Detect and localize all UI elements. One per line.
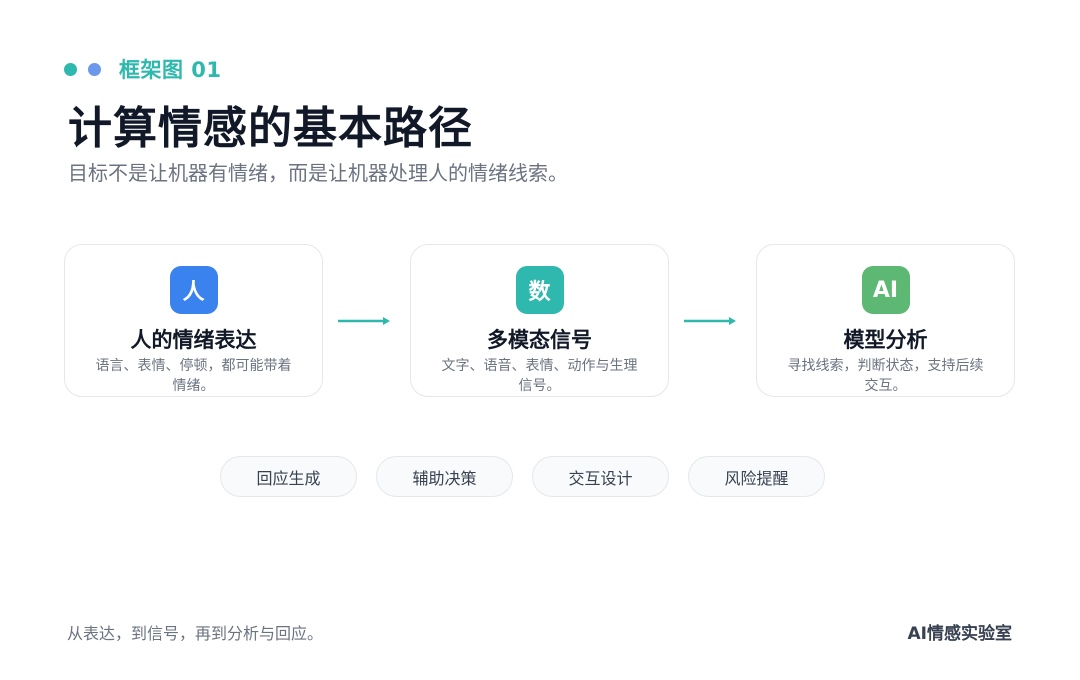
footer-brand: AI情感实验室 (907, 624, 1012, 644)
eyebrow-label: 框架图 01 (119, 58, 222, 82)
step-description: 寻找线索，判断状态，支持后续交互。 (787, 358, 984, 394)
step-title: 人的情绪表达 (130, 328, 257, 352)
step-card-expression: 人 人的情绪表达 语言、表情、停顿，都可能带着情绪。 (64, 244, 323, 397)
tag-decision-support: 辅助决策 (376, 456, 513, 497)
section-eyebrow: 框架图 01 (64, 54, 222, 84)
teal-dot-icon (64, 62, 77, 76)
arrow-right-icon (684, 317, 736, 325)
tag-response-generation: 回应生成 (220, 456, 357, 497)
page-title: 计算情感的基本路径 (68, 103, 473, 154)
step-description: 文字、语音、表情、动作与生理信号。 (441, 358, 638, 394)
blue-dot-icon (88, 62, 101, 76)
step-description: 语言、表情、停顿，都可能带着情绪。 (95, 358, 292, 394)
data-icon: 数 (515, 266, 564, 314)
footer-caption: 从表达，到信号，再到分析与回应。 (67, 624, 324, 643)
ai-icon: AI (861, 266, 910, 314)
step-card-model: AI 模型分析 寻找线索，判断状态，支持后续交互。 (756, 244, 1015, 397)
step-title: 模型分析 (843, 328, 928, 352)
arrow-right-icon (338, 317, 390, 325)
person-icon: 人 (169, 266, 218, 314)
tag-interaction-design: 交互设计 (532, 456, 669, 497)
page-subtitle: 目标不是让机器有情绪，而是让机器处理人的情绪线索。 (68, 161, 568, 185)
step-title: 多模态信号 (487, 328, 592, 352)
tag-risk-alert: 风险提醒 (688, 456, 825, 497)
step-card-signals: 数 多模态信号 文字、语音、表情、动作与生理信号。 (410, 244, 669, 397)
